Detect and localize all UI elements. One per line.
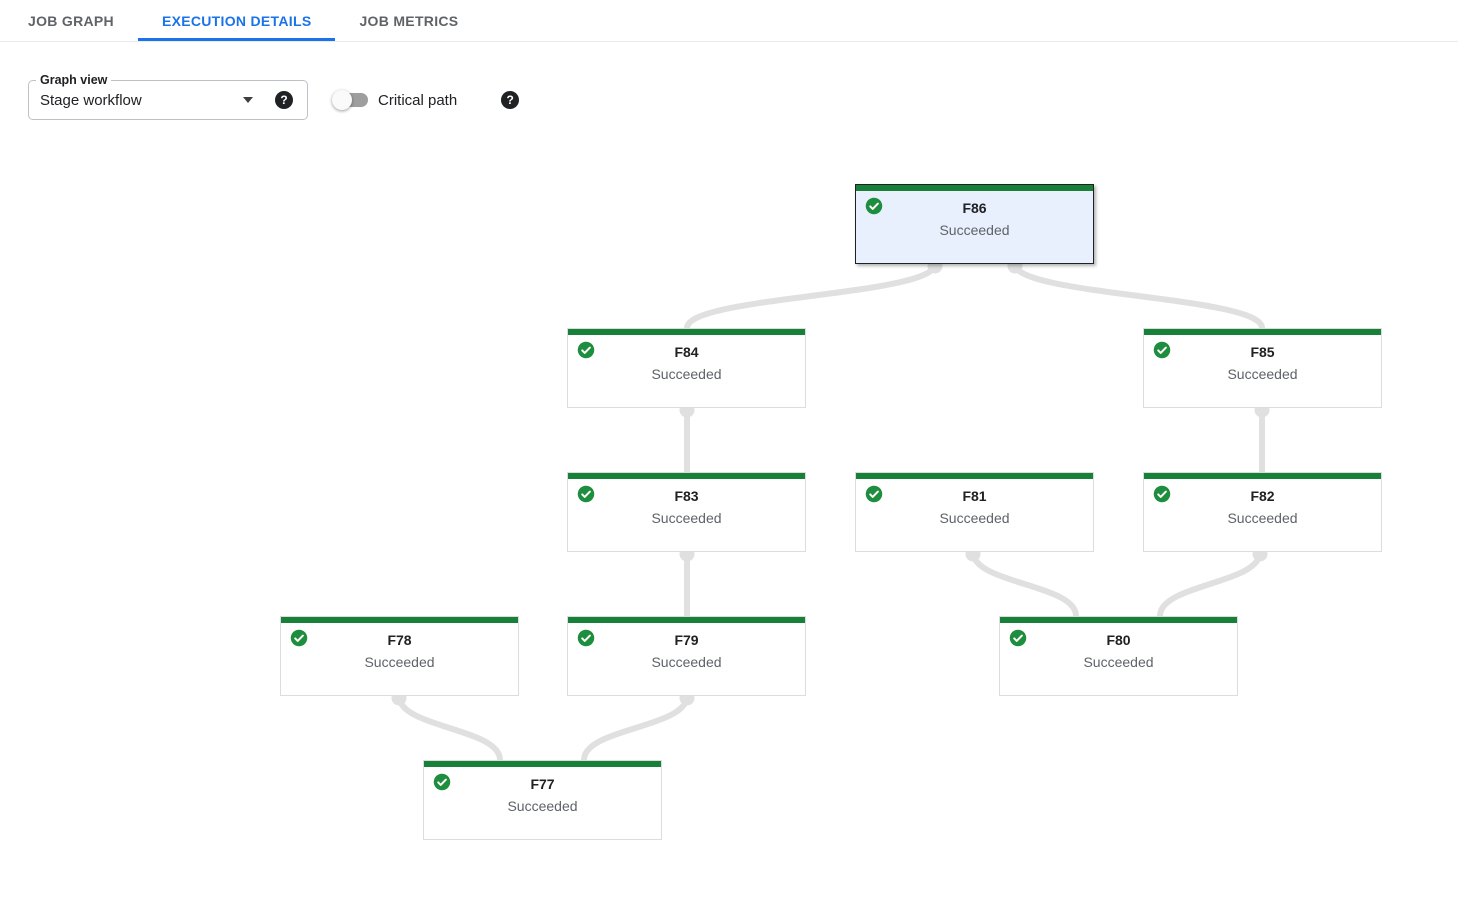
node-title: F85 — [1250, 344, 1275, 360]
tab-bar: JOB GRAPH EXECUTION DETAILS JOB METRICS — [0, 0, 1458, 42]
node-title: F82 — [1250, 488, 1275, 504]
node-status-bar — [568, 329, 805, 335]
tab-job-graph[interactable]: JOB GRAPH — [4, 0, 138, 41]
node-status-bar — [424, 761, 661, 767]
node-status: Succeeded — [364, 654, 435, 670]
critical-path-label: Critical path — [378, 91, 458, 109]
node-title: F81 — [962, 488, 987, 504]
edge-f81-f80 — [970, 551, 1079, 617]
node-status-bar — [568, 473, 805, 479]
node-title: F78 — [387, 632, 412, 648]
node-title: F83 — [674, 488, 699, 504]
toggle-knob-icon — [332, 90, 352, 110]
critical-path-help-icon[interactable]: ? — [501, 91, 520, 109]
node-status: Succeeded — [939, 510, 1010, 526]
node-status: Succeeded — [651, 366, 722, 382]
edge-f79-f77 — [581, 695, 690, 761]
node-status: Succeeded — [651, 654, 722, 670]
critical-path-toggle[interactable] — [332, 90, 368, 110]
graph-view-label: Graph view — [36, 72, 112, 88]
edge-f86-f84 — [684, 262, 938, 330]
tab-execution-details[interactable]: EXECUTION DETAILS — [137, 0, 336, 41]
edge-f78-f77 — [396, 695, 503, 761]
check-circle-icon — [290, 629, 308, 647]
tab-label: JOB METRICS — [359, 12, 459, 29]
tab-label: JOB GRAPH — [28, 12, 114, 29]
node-status: Succeeded — [507, 798, 578, 814]
check-circle-icon — [1153, 341, 1171, 359]
node-status-bar — [1144, 473, 1381, 479]
node-title: F86 — [962, 200, 987, 216]
node-status-bar — [1144, 329, 1381, 335]
check-circle-icon — [577, 341, 595, 359]
node-status: Succeeded — [651, 510, 722, 526]
edge-f82-f80 — [1157, 551, 1263, 617]
node-status-bar — [856, 473, 1093, 479]
check-circle-icon — [577, 485, 595, 503]
check-circle-icon — [865, 197, 883, 215]
node-title: F80 — [1106, 632, 1131, 648]
check-circle-icon — [1009, 629, 1027, 647]
tab-label: EXECUTION DETAILS — [161, 12, 312, 29]
node-status: Succeeded — [939, 222, 1010, 238]
node-title: F84 — [674, 344, 699, 360]
check-circle-icon — [865, 485, 883, 503]
node-status: Succeeded — [1227, 366, 1298, 382]
graph-view-select[interactable]: Graph view Stage workflow ? — [28, 72, 308, 120]
graph-view-value: Stage workflow — [40, 91, 142, 109]
node-status-bar — [281, 617, 518, 623]
check-circle-icon — [433, 773, 451, 791]
node-title: F79 — [674, 632, 699, 648]
node-status-bar — [856, 185, 1093, 191]
tab-job-metrics[interactable]: JOB METRICS — [335, 0, 482, 41]
chevron-down-icon — [243, 97, 253, 103]
graph-toolbar: Graph view Stage workflow ? Critical pat… — [28, 72, 1458, 120]
check-circle-icon — [577, 629, 595, 647]
node-status: Succeeded — [1227, 510, 1298, 526]
node-status-bar — [1000, 617, 1237, 623]
edge-f86-f85 — [1012, 262, 1265, 330]
graph-view-help-icon[interactable]: ? — [275, 91, 293, 109]
node-title: F77 — [530, 776, 555, 792]
check-circle-icon — [1153, 485, 1171, 503]
node-status: Succeeded — [1083, 654, 1154, 670]
node-status-bar — [568, 617, 805, 623]
